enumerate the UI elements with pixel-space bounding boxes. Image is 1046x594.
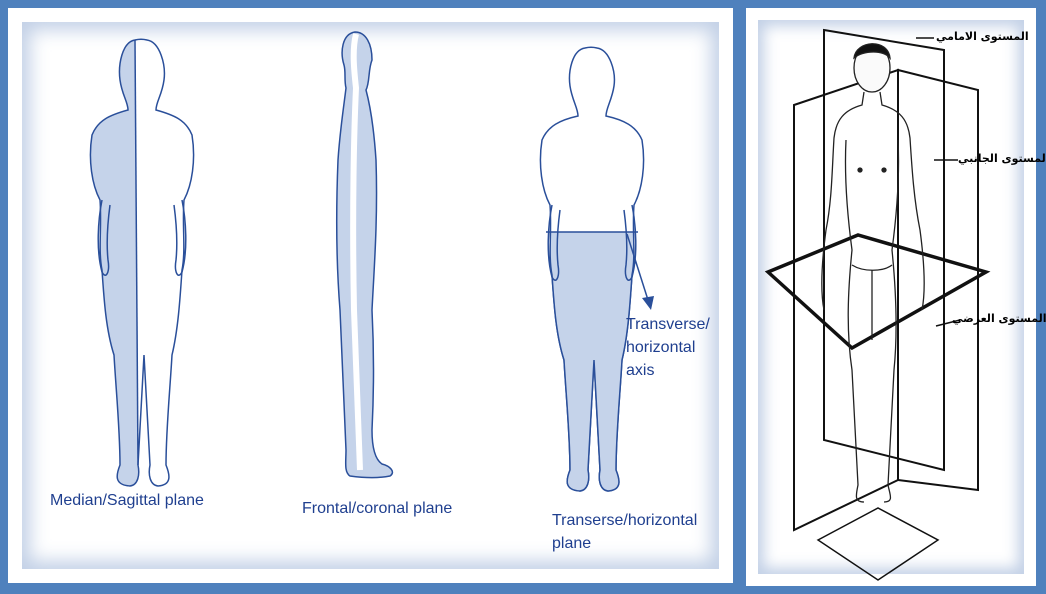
sagittal-plane-label: Median/Sagittal plane <box>50 490 204 512</box>
anatomical-planes-panel: Median/Sagittal plane Frontal/coronal pl… <box>8 8 733 583</box>
transverse-plane-label-line2: plane <box>552 533 591 555</box>
axis-label-line2: horizontal <box>626 337 695 359</box>
sagittal-plane-figure <box>90 39 193 486</box>
sagittal-shaded-half <box>90 40 138 486</box>
floor-base <box>818 508 938 580</box>
transverse-plane-figure <box>540 47 654 491</box>
axis-label-line3: axis <box>626 360 654 382</box>
arabic-frontal-plane-label: المستوى الامامي <box>936 30 1029 43</box>
human-figure <box>822 44 924 502</box>
sagittal-plane-sheet <box>794 70 898 530</box>
frontal-plane-figure <box>337 32 393 478</box>
transverse-plane-label-line1: Transerse/horizontal <box>552 510 697 532</box>
arabic-transverse-plane-label: المستوى العرضي <box>952 312 1046 325</box>
axis-label-line1: Transverse/ <box>626 314 710 336</box>
transverse-plane-sheet <box>768 235 986 348</box>
coronal-plane-sheet <box>824 30 944 470</box>
arabic-planes-panel: المستوى الامامي المستوى الجانبي المستوى … <box>746 8 1036 586</box>
planes-illustration <box>748 10 1038 588</box>
arabic-sagittal-plane-label: المستوى الجانبي <box>958 152 1046 165</box>
axis-arrowhead <box>642 296 654 310</box>
frontal-plane-label: Frontal/coronal plane <box>302 498 452 520</box>
